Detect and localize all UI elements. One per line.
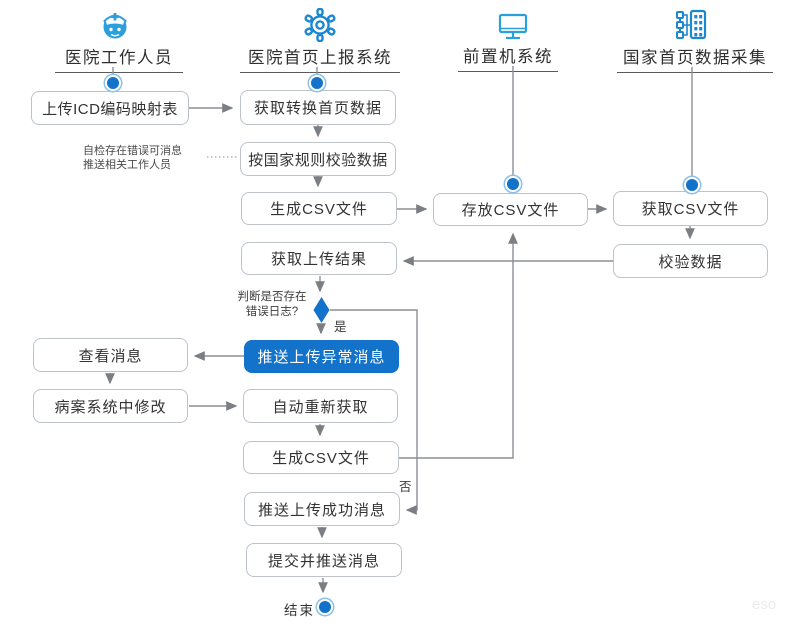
node-fetch-csv: 获取CSV文件	[613, 191, 768, 226]
node-gen-csv-2: 生成CSV文件	[243, 441, 399, 474]
monitor-icon	[498, 13, 528, 40]
node-fix-record: 病案系统中修改	[33, 389, 188, 423]
decision-question-label: 判断是否存在 错误日志?	[230, 290, 314, 320]
node-verify-data: 校验数据	[613, 244, 768, 278]
lane-title-hospital-staff: 医院工作人员	[55, 44, 183, 73]
decision-diamond	[313, 297, 330, 323]
node-view-msg: 查看消息	[33, 338, 188, 372]
data-collection-icon	[676, 9, 707, 40]
decision-line2: 错误日志?	[245, 306, 299, 318]
start-dot-lane1	[107, 77, 119, 89]
lane-title-national-collection: 国家首页数据采集	[617, 44, 773, 73]
node-push-success: 推送上传成功消息	[244, 492, 400, 526]
self-check-annotation: 自检存在错误可消息 推送相关工作人员	[83, 144, 182, 172]
annotation-line2: 推送相关工作人员	[83, 159, 171, 171]
edge-gencsv2-storecsv	[399, 232, 518, 459]
lane-title-front-machine: 前置机系统	[458, 43, 558, 72]
gear-icon	[304, 8, 336, 42]
watermark: eso	[752, 596, 777, 613]
node-auto-refetch: 自动重新获取	[243, 389, 398, 423]
node-validate-national: 按国家规则校验数据	[240, 142, 396, 176]
node-get-convert: 获取转换首页数据	[240, 90, 396, 125]
start-dot-lane4	[686, 179, 698, 191]
node-push-error: 推送上传异常消息	[244, 340, 399, 373]
node-store-csv: 存放CSV文件	[433, 193, 588, 226]
end-dot	[319, 601, 331, 613]
node-upload-icd: 上传ICD编码映射表	[31, 91, 189, 125]
end-label: 结束	[284, 603, 315, 618]
node-gen-csv-1: 生成CSV文件	[241, 192, 397, 225]
annotation-line1: 自检存在错误可消息	[83, 145, 182, 157]
node-submit-push: 提交并推送消息	[246, 543, 402, 577]
nurse-icon	[103, 13, 127, 39]
edge-decision-no	[330, 309, 418, 515]
no-branch-label: 否	[399, 480, 412, 494]
lane-title-report-system: 医院首页上报系统	[240, 44, 400, 73]
decision-line1: 判断是否存在	[237, 291, 307, 303]
yes-branch-label: 是	[334, 320, 347, 334]
start-dot-lane3	[507, 178, 519, 190]
start-dot-lane2	[311, 77, 323, 89]
node-get-result: 获取上传结果	[241, 242, 397, 275]
